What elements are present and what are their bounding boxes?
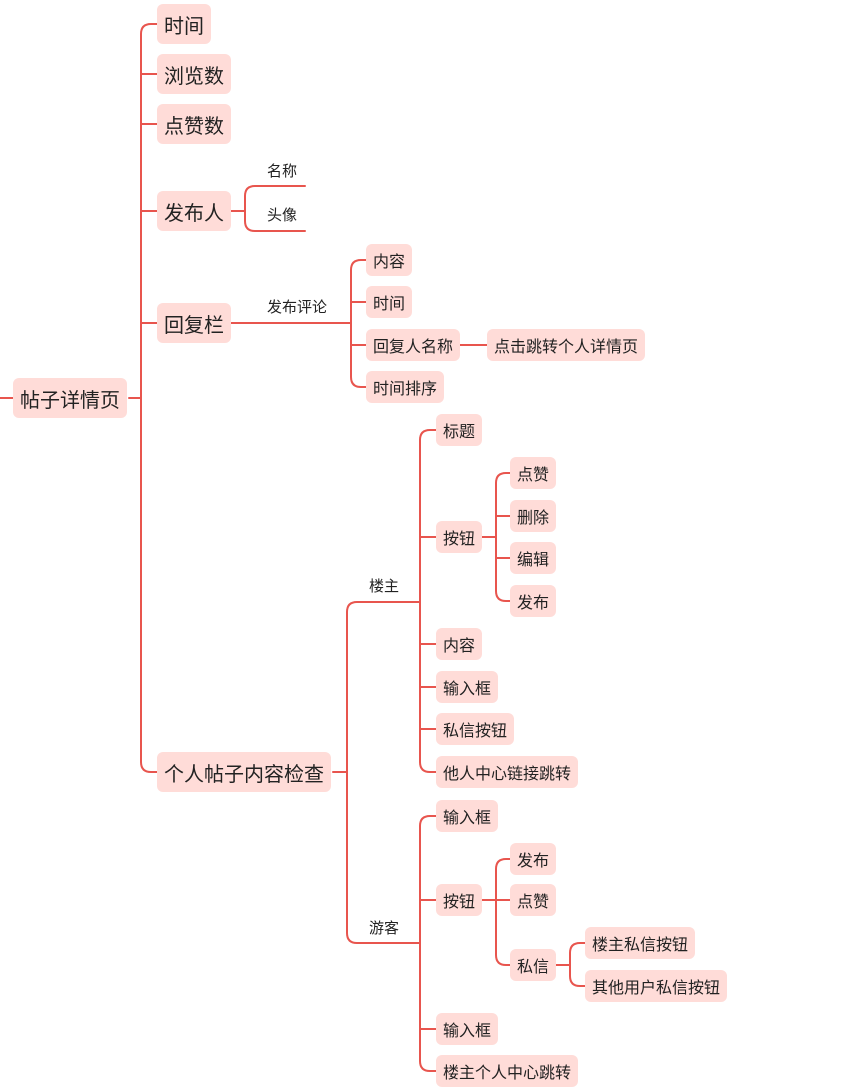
- label-guest: 游客: [369, 919, 400, 937]
- node-guest-dm-owner: 楼主私信按钮: [585, 927, 696, 959]
- node-guest-owner-center: 楼主个人中心跳转: [436, 1055, 579, 1087]
- node-owner-btn-edit: 编辑: [510, 542, 557, 574]
- node-owner-input: 输入框: [436, 671, 499, 703]
- root-trunk-line: [128, 23, 158, 773]
- node-likes: 点赞数: [157, 104, 231, 144]
- node-guest-btn-like: 点赞: [510, 884, 557, 916]
- node-owner-title: 标题: [436, 414, 483, 446]
- reply-branch-line: [230, 259, 488, 388]
- node-reply-replier-name: 回复人名称: [366, 329, 461, 361]
- node-reply-time: 时间: [366, 286, 413, 318]
- node-inspect: 个人帖子内容检查: [157, 752, 331, 792]
- node-guest-input-2: 输入框: [436, 1013, 499, 1045]
- label-reply-publish-comment: 发布评论: [267, 298, 328, 316]
- node-owner-profile-link: 他人中心链接跳转: [436, 756, 579, 788]
- node-owner-buttons: 按钮: [436, 521, 483, 553]
- node-guest-btn-publish: 发布: [510, 843, 557, 875]
- guest-buttons-line: [481, 858, 511, 966]
- node-views: 浏览数: [157, 54, 231, 94]
- node-reply-content: 内容: [366, 244, 413, 276]
- node-time: 时间: [157, 4, 211, 44]
- node-reply: 回复栏: [157, 303, 231, 343]
- node-guest-buttons: 按钮: [436, 884, 483, 916]
- node-owner-btn-delete: 删除: [510, 500, 557, 532]
- guest-dm-line: [555, 942, 586, 987]
- node-owner-btn-publish: 发布: [510, 585, 557, 617]
- node-guest-input: 输入框: [436, 800, 499, 832]
- label-publisher-name: 名称: [267, 162, 298, 180]
- owner-group-line: [419, 429, 437, 773]
- publisher-branch-line: [228, 185, 306, 232]
- node-guest-dm-other: 其他用户私信按钮: [585, 970, 728, 1002]
- label-owner: 楼主: [369, 577, 400, 595]
- owner-buttons-line: [481, 472, 511, 602]
- node-owner-dm-button: 私信按钮: [436, 713, 515, 745]
- root-node: 帖子详情页: [13, 378, 127, 418]
- label-publisher-avatar: 头像: [267, 206, 298, 224]
- node-publisher: 发布人: [157, 191, 231, 231]
- node-owner-content: 内容: [436, 628, 483, 660]
- inspect-branch-line: [332, 601, 421, 944]
- node-reply-jump-profile: 点击跳转个人详情页: [487, 329, 646, 361]
- guest-group-line: [419, 815, 437, 1072]
- node-reply-time-sort: 时间排序: [366, 371, 445, 403]
- node-guest-btn-dm: 私信: [510, 949, 557, 981]
- node-owner-btn-like: 点赞: [510, 457, 557, 489]
